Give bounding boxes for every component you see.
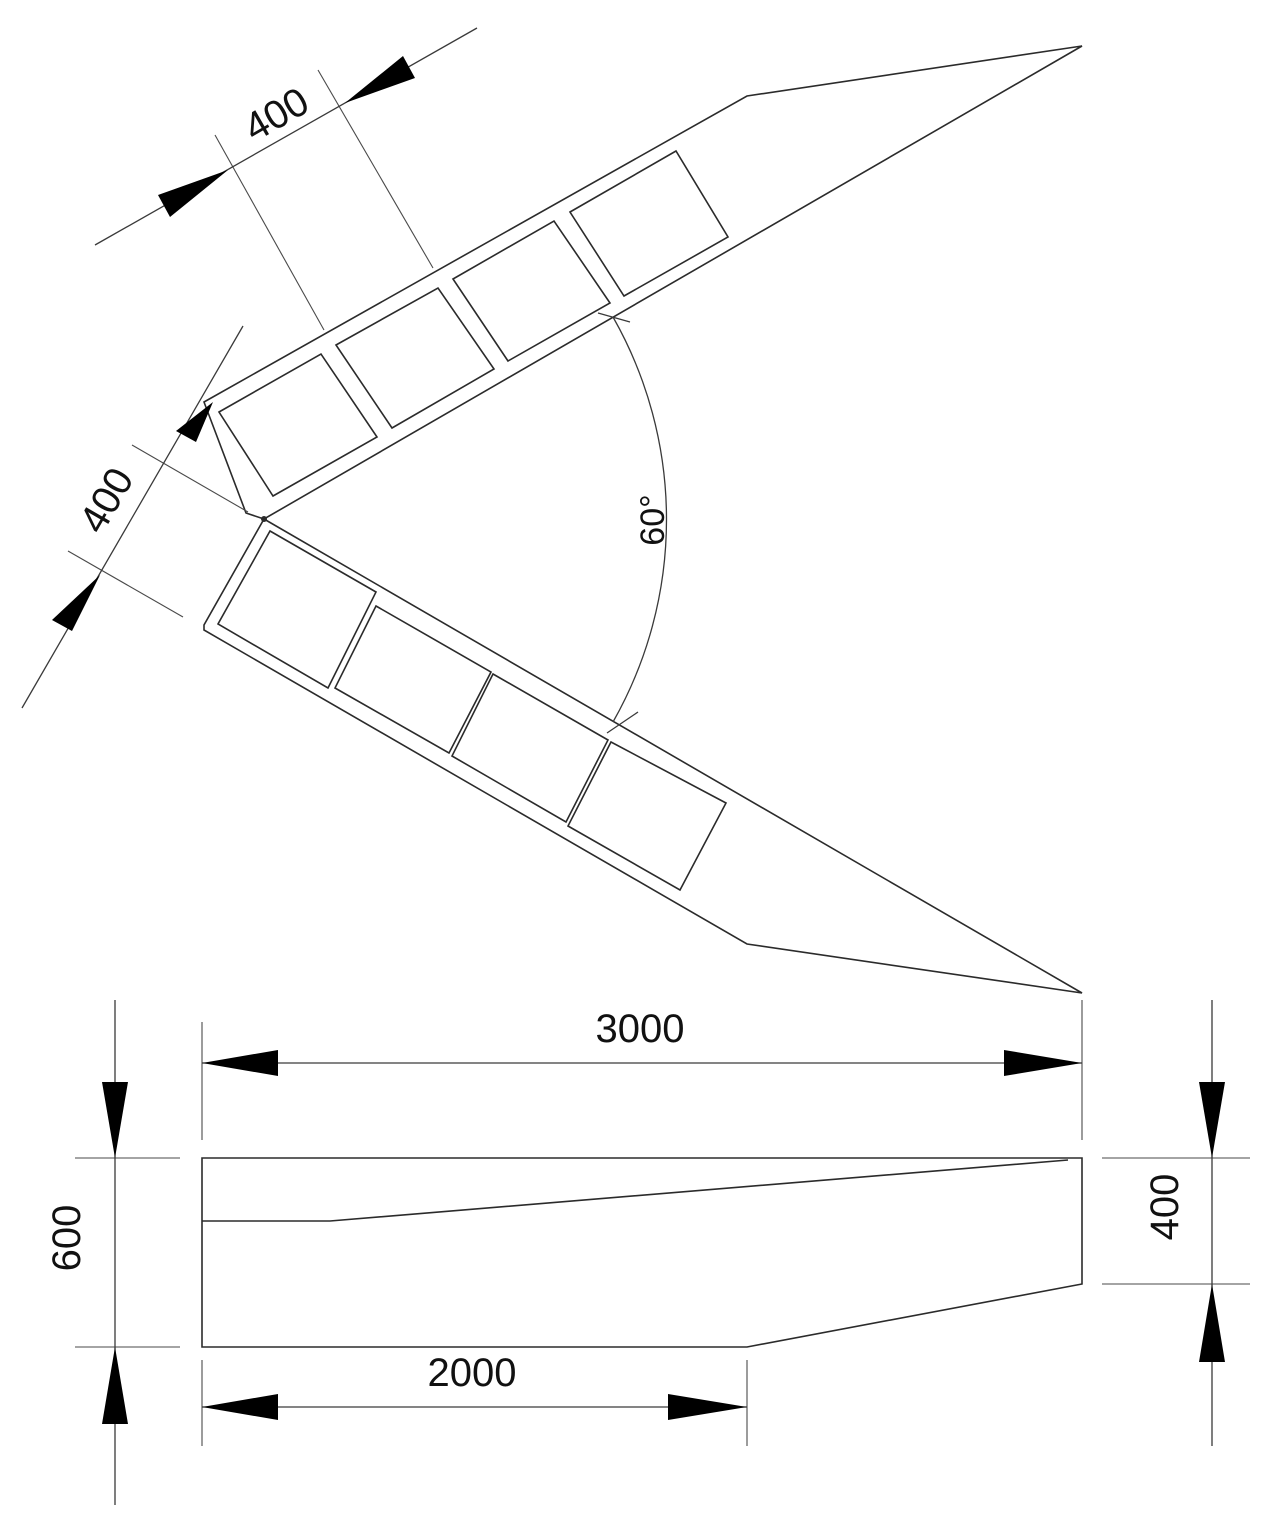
upper-width-extension-left [214, 134, 325, 331]
lower-arm-cell-4 [566, 740, 728, 892]
angle-arc [612, 316, 668, 723]
lower-width-dim-line [21, 325, 244, 709]
upper-arm-outline [203, 45, 1083, 520]
angle-label: 60° [634, 494, 672, 545]
upper-width-arrow-right [345, 56, 415, 103]
tip-depth-label: 400 [1143, 1174, 1187, 1241]
tip-depth-dimension: 400 [1102, 1000, 1250, 1446]
root-depth-label: 600 [45, 1205, 89, 1272]
base-length-label: 2000 [428, 1351, 517, 1395]
lower-width-label: 400 [71, 461, 142, 541]
base-length-dimension: 2000 [201, 1351, 748, 1446]
lower-width-extension-bottom [67, 550, 184, 618]
lower-width-arrow-bottom [52, 575, 100, 631]
upper-arm-cell-4 [568, 149, 730, 298]
upper-width-arrow-left [158, 170, 228, 217]
root-depth-dimension: 600 [45, 1000, 180, 1505]
root-depth-arrow-top [102, 1082, 128, 1158]
base-length-arrow-left [202, 1394, 278, 1420]
tip-depth-arrow-bottom [1199, 1284, 1225, 1362]
base-length-arrow-right [668, 1394, 747, 1420]
elevation-outline [201, 1157, 1083, 1348]
tip-depth-arrow-top [1199, 1082, 1225, 1158]
lower-arm-outline [203, 517, 1083, 994]
root-depth-arrow-bottom [102, 1347, 128, 1424]
elevation-view [201, 1157, 1083, 1348]
angle-tick-top [597, 312, 631, 323]
lower-width-dimension: 400 [21, 325, 249, 709]
upper-width-extension-right [317, 69, 434, 269]
upper-arm-cell-2 [334, 286, 496, 430]
lower-arm [203, 517, 1083, 994]
upper-width-dim-line [94, 27, 478, 246]
lower-width-arrow-top [176, 402, 213, 442]
lower-width-extension-top [131, 444, 249, 513]
lower-arm-cell-1 [216, 529, 378, 690]
elevation-inner-line [202, 1159, 1069, 1222]
upper-width-label: 400 [237, 79, 317, 150]
lower-arm-cell-3 [450, 672, 610, 824]
total-length-arrow-right [1004, 1050, 1082, 1076]
total-length-arrow-left [202, 1050, 278, 1076]
apex-point [261, 516, 267, 522]
lower-arm-cell-2 [333, 604, 493, 755]
upper-arm-cell-1 [217, 352, 379, 498]
total-length-dimension: 3000 [201, 1000, 1083, 1140]
angle-dimension: 60° [597, 312, 672, 734]
upper-width-dimension: 400 [94, 27, 478, 331]
upper-arm-cell-3 [451, 219, 612, 363]
angle-tick-bottom [606, 711, 639, 734]
upper-arm [203, 45, 1083, 520]
total-length-label: 3000 [596, 1007, 685, 1051]
